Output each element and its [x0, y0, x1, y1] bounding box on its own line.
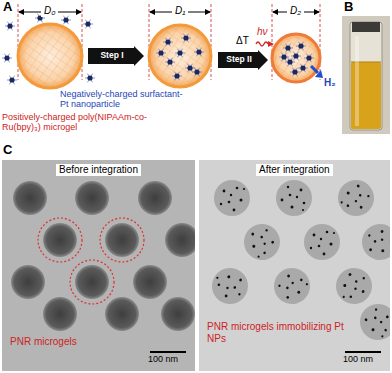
image-annotation: PNR microgels	[10, 336, 77, 348]
dimension-label: D₂	[287, 5, 304, 17]
scale-label: 100 nm	[343, 354, 373, 364]
microgel	[149, 25, 211, 87]
image-annotation: PNR microgels immobilizing Pt NPs	[207, 321, 347, 344]
panel-letter: B	[344, 0, 353, 15]
image-title: After integration	[256, 164, 333, 176]
image-title: Before integration	[56, 164, 141, 176]
light-arrow	[256, 41, 274, 47]
microgel	[272, 34, 320, 82]
dimension-label: D₁	[172, 5, 188, 17]
heat-label: ΔT	[236, 35, 249, 47]
dimension-arrows	[19, 12, 319, 13]
microgel-label: Positively-charged poly(NIPAAm-co-Ru(bpy…	[2, 112, 180, 133]
scale-label: 100 nm	[148, 354, 178, 364]
step-arrow: Step I	[88, 46, 144, 66]
tem-image-after	[199, 160, 390, 371]
step-label: Step II	[226, 55, 252, 65]
nanoparticles	[2, 14, 95, 85]
arrow-body	[218, 50, 268, 70]
vial-photo	[342, 16, 390, 134]
tem-image-before	[2, 160, 195, 371]
microgel	[18, 24, 82, 88]
hydrogen-label: H₂	[324, 77, 336, 89]
panel-letter: C	[3, 143, 12, 158]
tem-panel: After integrationPNR microgels immobiliz…	[199, 160, 390, 371]
light-label: hν	[257, 26, 268, 38]
immobilized-nanoparticles	[156, 34, 314, 81]
hydrogen-arrow	[311, 66, 323, 78]
dimension-label: D₀	[41, 5, 58, 17]
arrow-body	[88, 46, 144, 66]
step-label: Step I	[100, 51, 123, 61]
tem-panel: Before integrationPNR microgels 100 nm	[2, 160, 195, 371]
nanoparticle-label: Negatively-charged surfactant-Pt nanopar…	[60, 89, 188, 110]
panel-letter: A	[3, 0, 12, 15]
step-arrow: Step II	[218, 50, 268, 70]
